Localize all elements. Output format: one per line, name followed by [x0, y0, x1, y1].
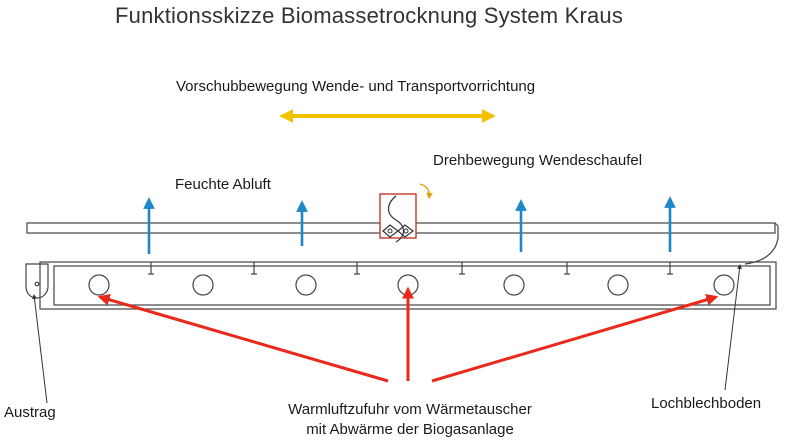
- warm-air-inlets: [88, 274, 735, 296]
- rotation-arrow: [419, 183, 433, 200]
- exhaust-label: Feuchte Abluft: [175, 176, 271, 193]
- warm-air-inlet: [503, 274, 525, 296]
- discharge-housing: [25, 263, 49, 299]
- warm-air-inlet: [192, 274, 214, 296]
- exhaust-arrows: [143, 196, 676, 254]
- warm-air-inlet: [88, 274, 110, 296]
- warm-air-inlet: [295, 274, 317, 296]
- warm-air-arrows: [97, 286, 719, 383]
- diagram-title: Funktionsskizze Biomassetrocknung System…: [115, 3, 624, 28]
- floor-label: Lochblechboden: [651, 395, 762, 412]
- warm-air-label-line1: Warmluftzufuhr vom Wärmetauscher: [288, 401, 532, 418]
- feed-motion-label: Vorschubbewegung Wende- und Transportvor…: [176, 78, 536, 95]
- discharge-label: Austrag: [4, 404, 56, 421]
- warm-air-inlet: [713, 274, 735, 296]
- discharge-leader: [31, 294, 48, 404]
- turner-paddle: [379, 193, 417, 243]
- rotation-label: Drehbewegung Wendeschaufel: [433, 152, 643, 169]
- warm-air-inlet: [607, 274, 629, 296]
- warm-air-label-line2: mit Abwärme der Biogasanlage: [306, 421, 514, 438]
- hanger-pins: [148, 262, 673, 275]
- floor-leader: [724, 264, 743, 391]
- warm-air-label: Warmluftzufuhr vom Wärmetauscher mit Abw…: [240, 400, 580, 440]
